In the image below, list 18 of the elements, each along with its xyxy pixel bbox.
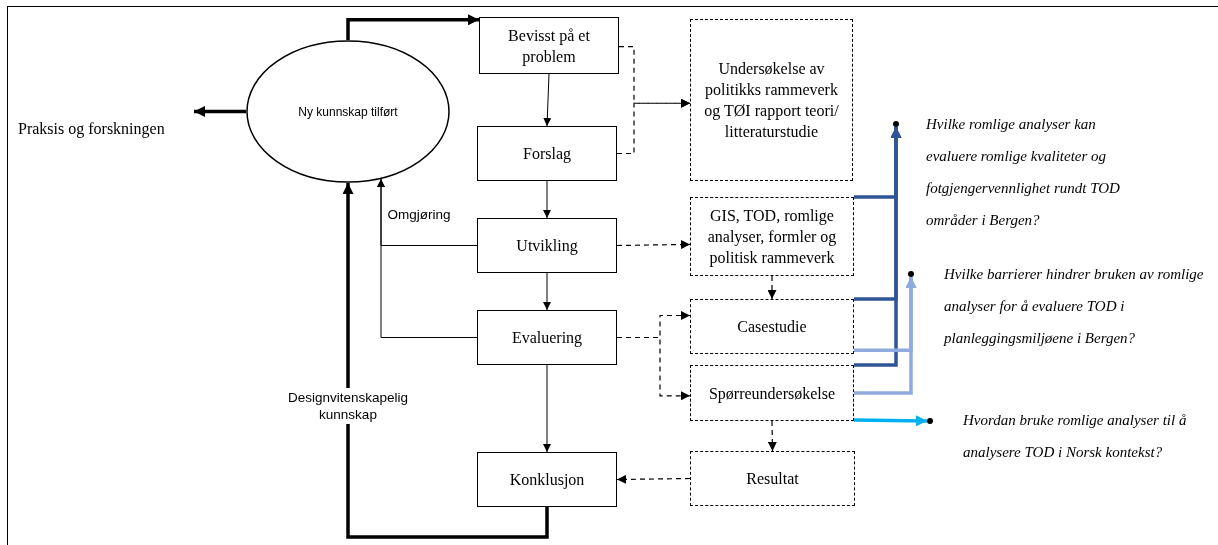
process-box: Forslag bbox=[477, 126, 617, 181]
method-box: Undersøkelse av politikks rammeverk og TØI rapport teori/ litteraturstudie bbox=[690, 19, 853, 181]
bullet-dot bbox=[927, 418, 933, 424]
research-question: Hvilke barrierer hindrer bruken av romlige analyser for å evaluere TOD i planleggingsmiljøene i Bergen? bbox=[944, 265, 1205, 348]
bullet-dot bbox=[893, 121, 899, 127]
method-box: Casestudie bbox=[690, 299, 854, 354]
node-text: Ny kunnskap tilført bbox=[298, 104, 398, 119]
process-box: Konklusjon bbox=[477, 452, 617, 507]
research-question: Hvordan bruke romlige analyser til å analysere TOD i Norsk kontekst? bbox=[963, 411, 1188, 462]
bullet-dot bbox=[908, 271, 914, 277]
method-box: Spørreundersøkelse bbox=[690, 365, 854, 421]
research-question: Hvilke romlige analyser kan evaluere romlige kvaliteter og fotgjengervennlighet rundt TOD områder i Bergen? bbox=[926, 115, 1121, 230]
process-box: Evaluering bbox=[477, 310, 617, 365]
process-box: Utvikling bbox=[477, 218, 617, 273]
method-box: Resultat bbox=[690, 451, 855, 506]
process-box: Bevisst på et problem bbox=[479, 17, 619, 74]
method-box: GIS, TOD, romlige analyser, formler og politisk rammeverk bbox=[690, 197, 854, 276]
outcome-text: Praksis og forskningen bbox=[18, 100, 194, 138]
